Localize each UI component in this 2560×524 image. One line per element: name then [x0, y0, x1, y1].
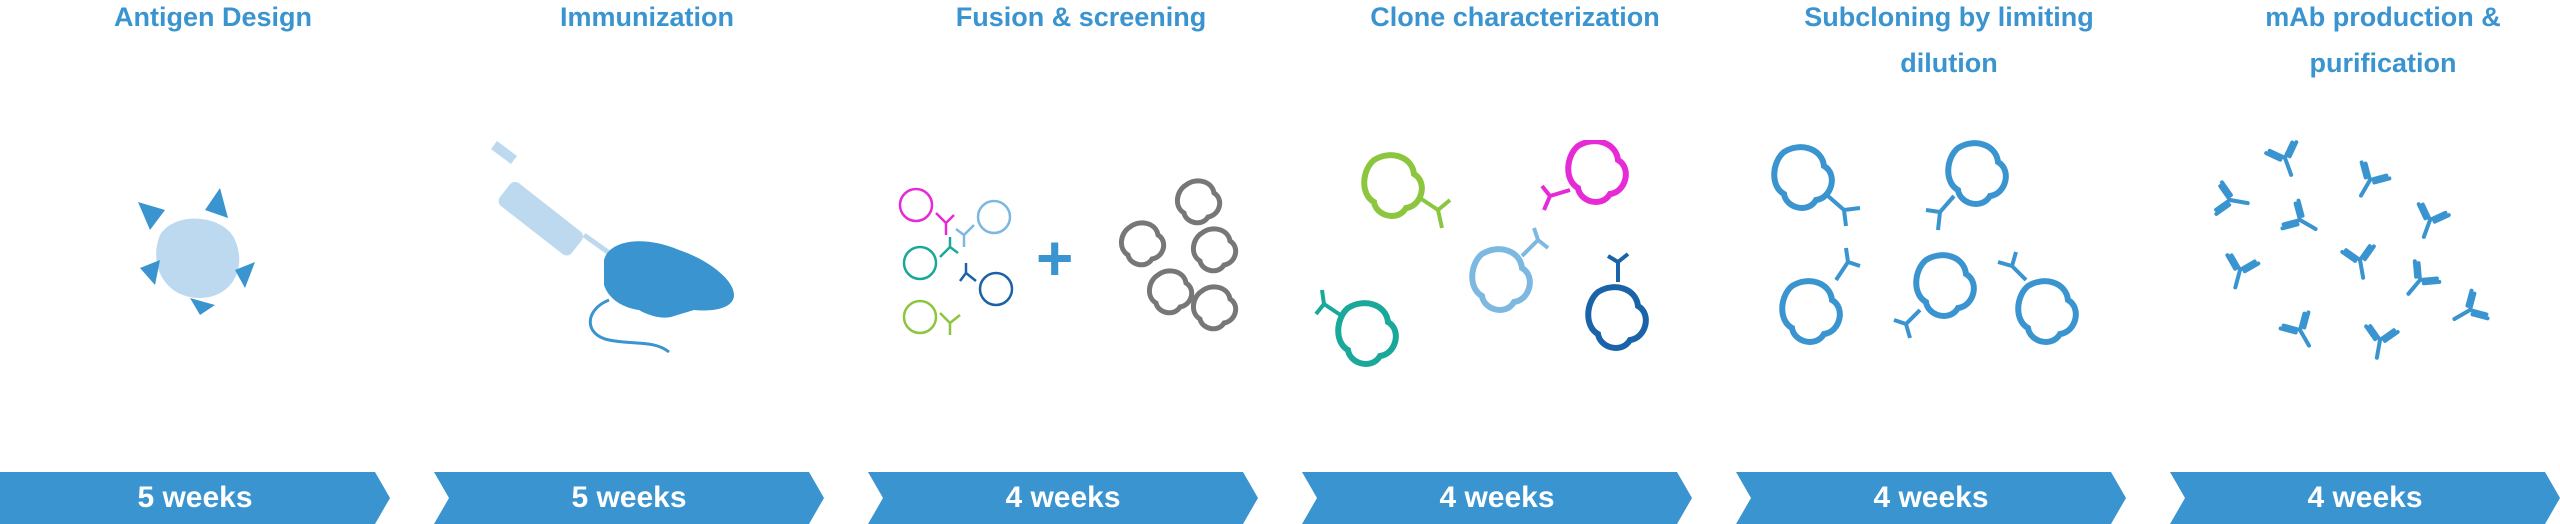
duration-label: 4 weeks — [1873, 481, 1989, 514]
antibody-icon — [2280, 198, 2318, 231]
duration-arrow: 4 weeks — [868, 472, 1258, 524]
subclone-cells-icon — [1736, 140, 2162, 375]
duration-arrow: 5 weeks — [434, 472, 824, 524]
stage-title: Subcloning by limiting dilution — [1804, 2, 2094, 78]
antibody-icon — [2406, 259, 2442, 296]
antibody-icon — [2264, 140, 2299, 177]
stage-title: Immunization — [560, 2, 734, 32]
stage-title: Clone characterization — [1370, 2, 1660, 32]
stage-mab-production: mAb production & purification 4 weeks — [2170, 0, 2560, 524]
stage-title: mAb production & purification — [2265, 2, 2501, 78]
stage-title: Fusion & screening — [955, 2, 1207, 32]
duration-arrow: 4 weeks — [2170, 472, 2560, 524]
antigen-icon — [0, 180, 426, 335]
duration-label: 5 weeks — [571, 481, 687, 514]
antibody-icon — [2278, 310, 2311, 348]
duration-label: 5 weeks — [137, 481, 253, 514]
antibody-icon — [2225, 253, 2261, 290]
antibody-icon — [2214, 180, 2250, 216]
duration-arrow: 4 weeks — [1736, 472, 2126, 524]
antibody-icon — [2416, 202, 2451, 239]
stage-fusion-screening: Fusion & screening + — [868, 0, 1294, 524]
antibody-icon — [2364, 324, 2400, 360]
stage-immunization: Immunization 5 weeks — [434, 0, 860, 524]
stage-antigen-design: Antigen Design 5 weeks — [0, 0, 426, 524]
duration-label: 4 weeks — [2307, 481, 2423, 514]
duration-label: 4 weeks — [1439, 481, 1555, 514]
stage-subcloning: Subcloning by limiting dilution 4 weeks — [1736, 0, 2162, 524]
stage-clone-characterization: Clone characterization 4 weeks — [1302, 0, 1728, 524]
duration-arrow: 5 weeks — [0, 472, 390, 524]
antibody-icon — [2340, 244, 2376, 280]
antibodies-icon — [2170, 140, 2560, 375]
cells-fusion-icon: + — [868, 165, 1294, 360]
svg-text:+: + — [1036, 222, 1073, 294]
antibody-icon — [2452, 288, 2490, 321]
hybridoma-clones-icon — [1302, 138, 1728, 385]
duration-label: 4 weeks — [1005, 481, 1121, 514]
mouse-syringe-icon — [434, 140, 860, 365]
antibody-icon — [2359, 160, 2392, 198]
duration-arrow: 4 weeks — [1302, 472, 1692, 524]
stage-title: Antigen Design — [113, 2, 312, 32]
